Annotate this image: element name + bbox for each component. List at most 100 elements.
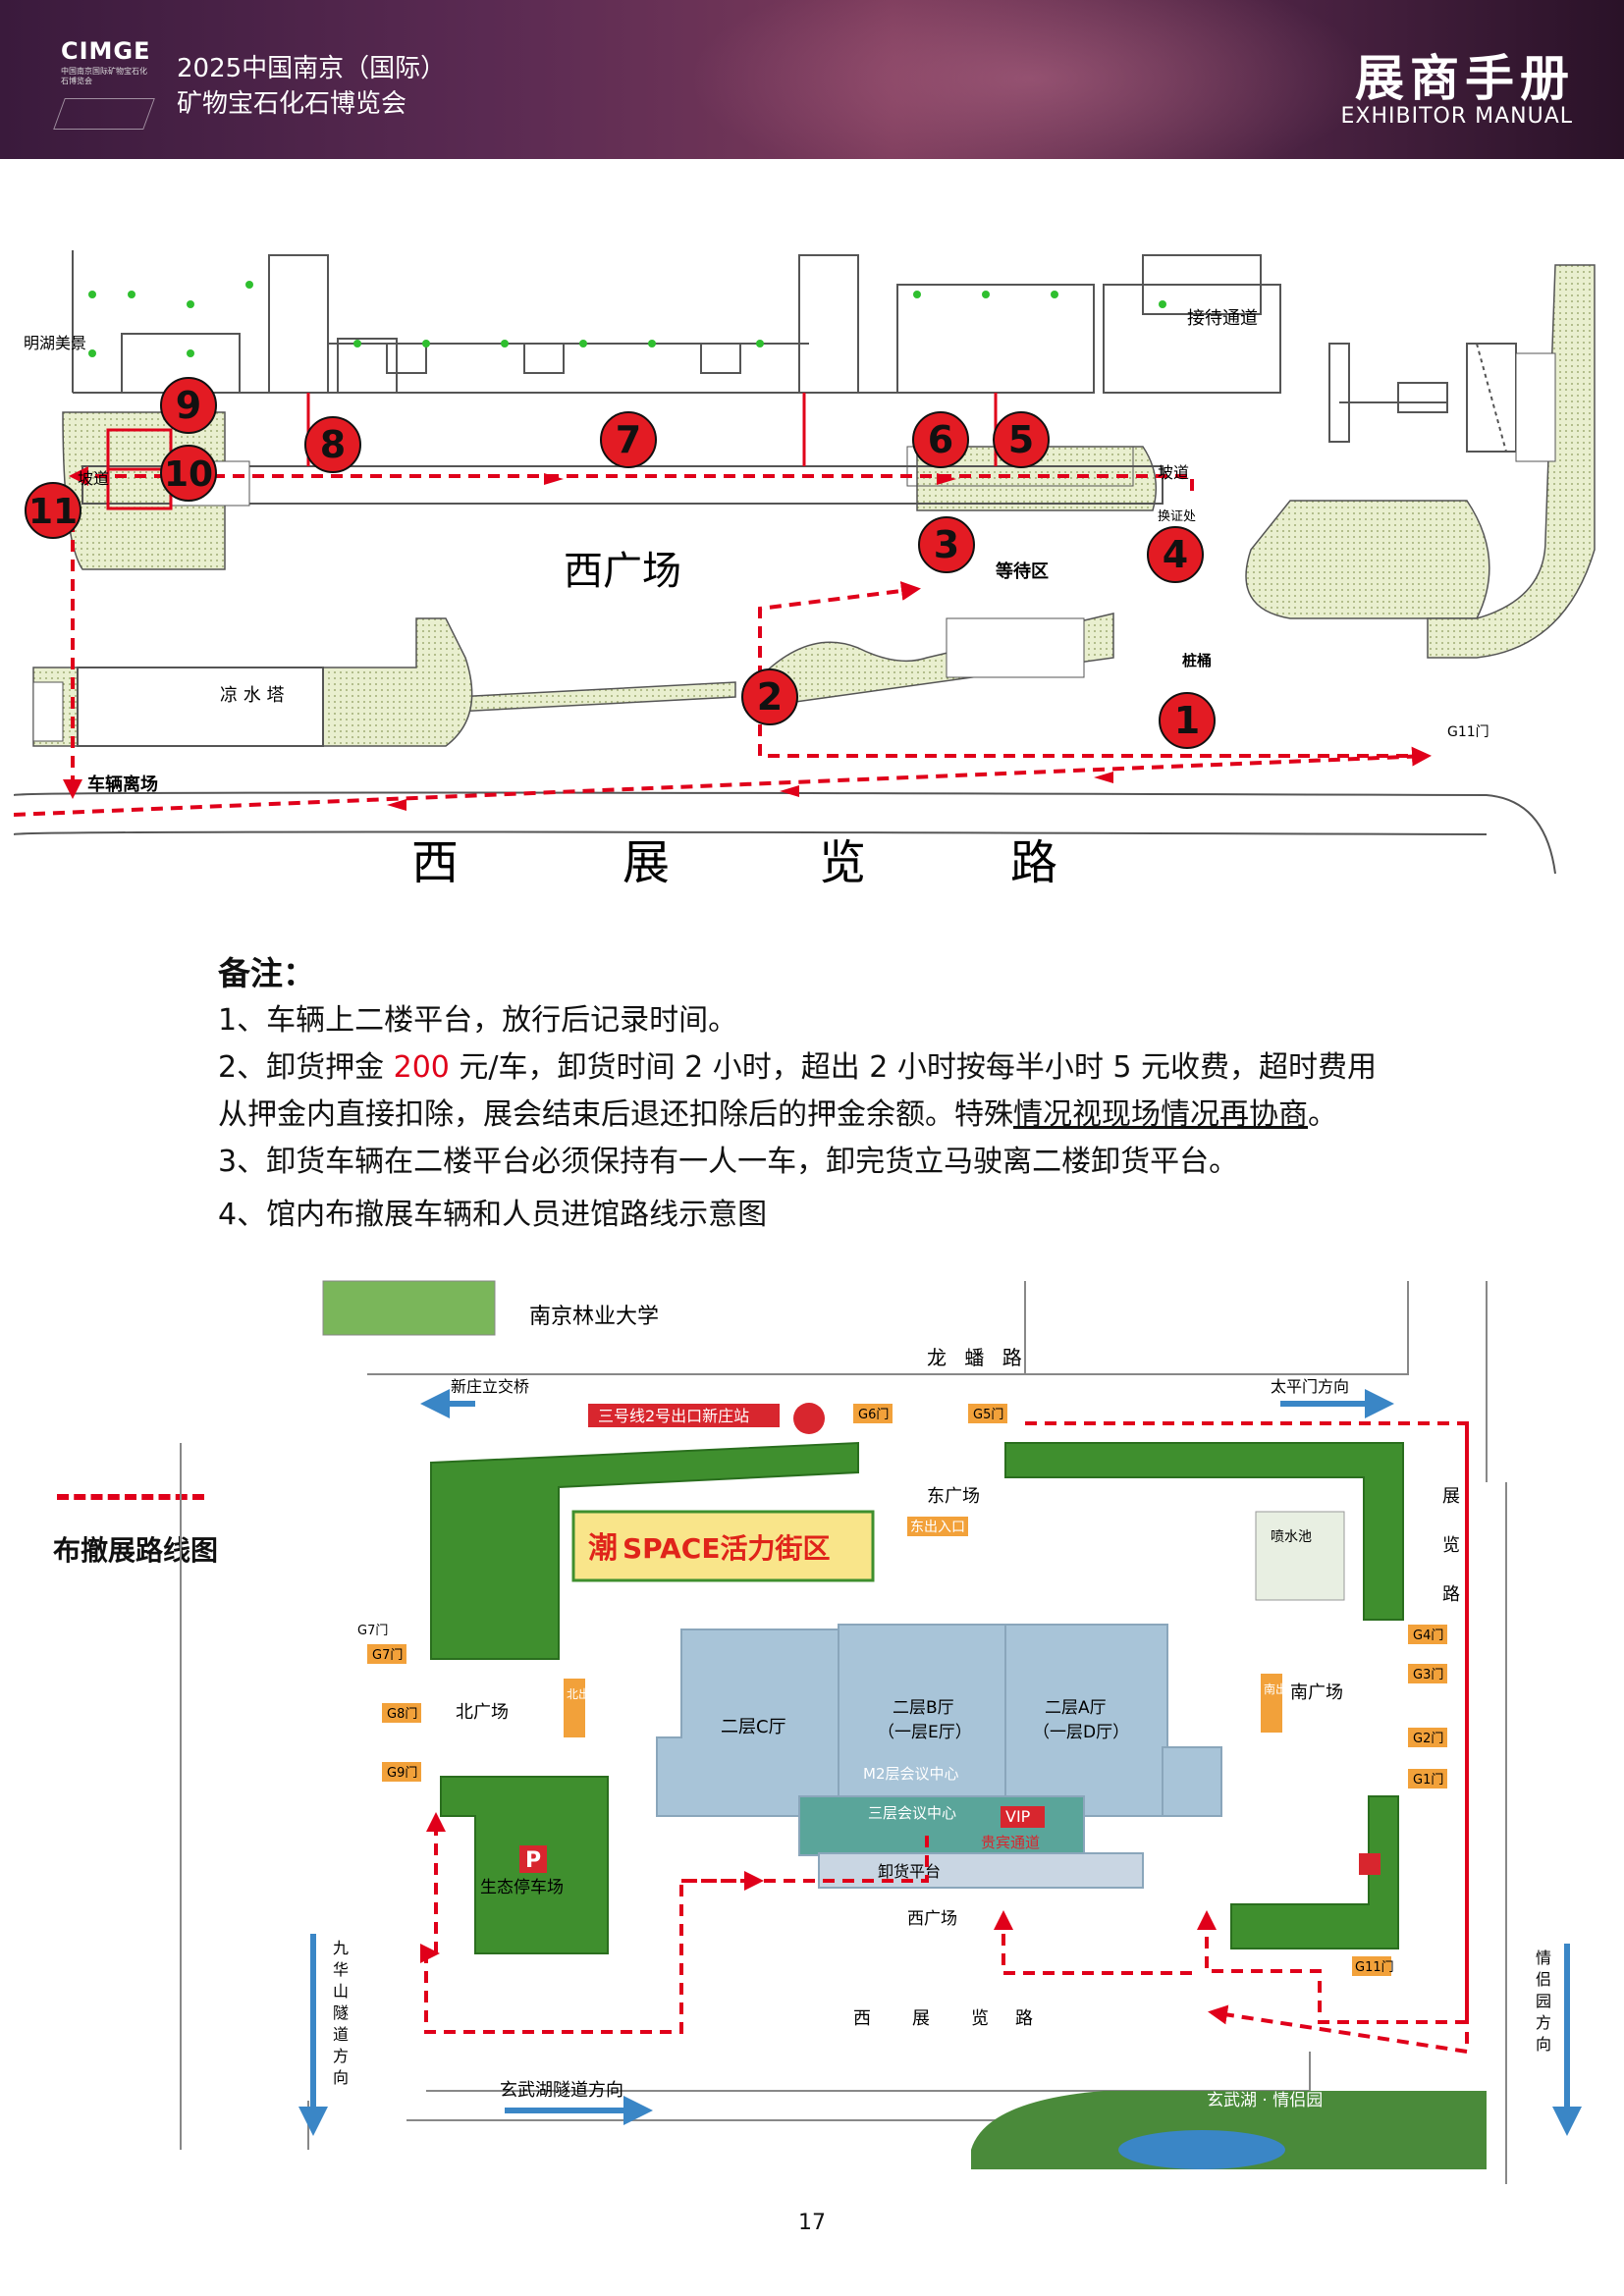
marker-8: 8 (304, 416, 361, 473)
exhibition-building-outline (72, 250, 1517, 453)
route-markers: 1 2 3 4 5 6 7 8 9 10 11 (25, 377, 1216, 749)
expo-title: 2025中国南京（国际） 矿物宝石化石博览会 (177, 51, 446, 122)
column-dots (88, 281, 1166, 357)
label-vip: VIP (1005, 1807, 1031, 1826)
lake (1118, 2130, 1285, 2169)
metro-label-box (588, 1404, 780, 1427)
gem-icon (53, 98, 155, 130)
label-cooling-tower: 凉 水 塔 (220, 685, 284, 706)
label-ramp-right: 坡道 (1158, 463, 1189, 482)
note-2-prefix: 2、卸货押金 (218, 1050, 394, 1085)
label-fountain: 喷水池 (1271, 1529, 1312, 1545)
svg-text:10: 10 (164, 454, 213, 495)
svg-text:路: 路 (1442, 1584, 1460, 1605)
marker-4: 4 (1147, 526, 1204, 583)
manual-title-cn: 展商手册 (1355, 49, 1575, 107)
svg-text:西: 西 (853, 2008, 871, 2029)
label-vip-channel: 贵宾通道 (981, 1834, 1040, 1851)
east-entrance-box (907, 1517, 968, 1536)
label-qinglvyuan: 情侣 园方 向 (1536, 1949, 1551, 2054)
gate-g8: G8门 (387, 1707, 417, 1722)
label-west-square: 西广场 (564, 549, 681, 594)
note-2-underlined: 情况视现场情况再协商 (1013, 1097, 1308, 1132)
venue-route-map: 南京林业大学 龙 蟠 路 新庄立交桥 太平门方向 三号线2号出口新庄站 G6门 … (180, 1280, 1582, 2184)
expo-title-line1: 2025中国南京（国际） (177, 54, 447, 83)
label-pass-exchange: 换证处 (1158, 509, 1196, 524)
cooling-tower (77, 667, 324, 747)
svg-text:向: 向 (333, 2068, 349, 2087)
note-2-cont-a: 从押金内直接扣除，展会结束后退还扣除后的押金余额。特殊 (218, 1097, 1013, 1132)
fountain-area (1255, 1511, 1345, 1601)
svg-text:6: 6 (928, 418, 953, 461)
road-char-2: 展 (623, 835, 670, 890)
note-2-end: 。 (1308, 1097, 1337, 1132)
parking-icon (519, 1845, 547, 1873)
road-char-3: 览 (819, 835, 866, 890)
svg-text:情: 情 (1536, 1949, 1551, 1967)
label-hall-a: 二层A厅 (1045, 1698, 1107, 1718)
marker-2: 2 (741, 668, 798, 725)
label-staff-passage: 接待通道 (1187, 308, 1258, 329)
label-east-square: 东广场 (927, 1486, 980, 1507)
header-glow (687, 0, 1375, 159)
svg-text:华: 华 (333, 1960, 349, 1979)
page-number: 17 (798, 2211, 826, 2235)
label-gate-g11: G11门 (1447, 724, 1489, 740)
label-north-entrance: 北出入口 (567, 1687, 614, 1701)
label-hall-c: 二层C厅 (721, 1717, 786, 1737)
marker-9: 9 (160, 377, 217, 434)
label-hall-a-sub: （一层D厅） (1033, 1723, 1129, 1742)
cimge-logo: CIMGE (61, 37, 151, 65)
north-entrance-box (564, 1679, 585, 1737)
university-building (322, 1280, 496, 1336)
svg-text:览: 览 (971, 2008, 989, 2029)
label-south-square: 南广场 (1290, 1682, 1343, 1703)
label-jiuhuashan: 九华 山隧 道方 向 (333, 1939, 349, 2087)
vehicle-route (14, 466, 1432, 817)
label-north-square: 北广场 (456, 1702, 509, 1723)
unloading-route-map: 1 2 3 4 5 6 7 8 9 10 11 明湖美景 坡道 坡道 换证处 接… (14, 250, 1596, 890)
label-waiting-area: 等待区 (996, 561, 1049, 582)
label-unload-platform: 卸货平台 (878, 1862, 941, 1881)
label-ramp-left: 坡道 (78, 469, 109, 488)
xuanwuhu-park (971, 2091, 1487, 2169)
svg-text:1: 1 (1174, 699, 1200, 742)
marker-1: 1 (1159, 692, 1216, 749)
note-3: 3、卸货车辆在二楼平台必须保持有一人一车，卸完货立马驶离二楼卸货平台。 (218, 1145, 1239, 1179)
route-legend-label: 布撤展路线图 (53, 1534, 219, 1567)
page-header: CIMGE 中国南京国际矿物宝石化石博览会 2025中国南京（国际） 矿物宝石化… (0, 0, 1624, 159)
exhibition-halls (656, 1624, 1222, 1889)
label-hall-b: 二层B厅 (893, 1698, 954, 1718)
metro-icon (793, 1403, 825, 1434)
label-eco-parking: 生态停车场 (480, 1878, 564, 1897)
road-edge (14, 830, 1488, 835)
gate-g1: G1门 (1413, 1773, 1443, 1788)
svg-text:7: 7 (616, 418, 641, 461)
svg-text:8: 8 (320, 423, 346, 466)
svg-text:展: 展 (912, 2008, 930, 2029)
label-vehicle-exit: 车辆离场 (87, 774, 158, 795)
note-2-rest: 元/车，卸货时间 2 小时，超出 2 小时按每半小时 5 元收费，超时费用 (449, 1050, 1378, 1085)
notes-section: 备注： 1、车辆上二楼平台，放行后记录时间。 2、卸货押金 200 元/车，卸货… (218, 950, 1524, 1239)
svg-text:展: 展 (1442, 1486, 1460, 1507)
svg-text:11: 11 (28, 492, 78, 532)
label-xinzhuang: 新庄立交桥 (451, 1377, 529, 1396)
expo-title-line2: 矿物宝石化石博览会 (177, 89, 407, 119)
gate-g4: G4门 (1413, 1629, 1443, 1643)
label-taiping: 太平门方向 (1271, 1377, 1349, 1396)
marker-10: 10 (160, 445, 217, 502)
svg-text:园: 园 (1536, 1992, 1551, 2010)
logo-subtitle: 中国南京国际矿物宝石化石博览会 (61, 67, 147, 85)
svg-text:侣: 侣 (1536, 1970, 1551, 1989)
marker-7: 7 (600, 411, 657, 468)
south-entrance-box (1261, 1674, 1282, 1733)
space-banner (571, 1510, 875, 1582)
label-m2-center: M2层会议中心 (863, 1765, 959, 1783)
deposit-amount: 200 (393, 1050, 450, 1085)
svg-text:山: 山 (333, 1982, 349, 2001)
svg-text:览: 览 (1442, 1535, 1460, 1556)
gate-g7-box: G7门 (372, 1648, 403, 1663)
svg-text:九: 九 (333, 1939, 349, 1957)
route-legend-line (57, 1494, 204, 1500)
svg-text:2: 2 (757, 675, 783, 719)
